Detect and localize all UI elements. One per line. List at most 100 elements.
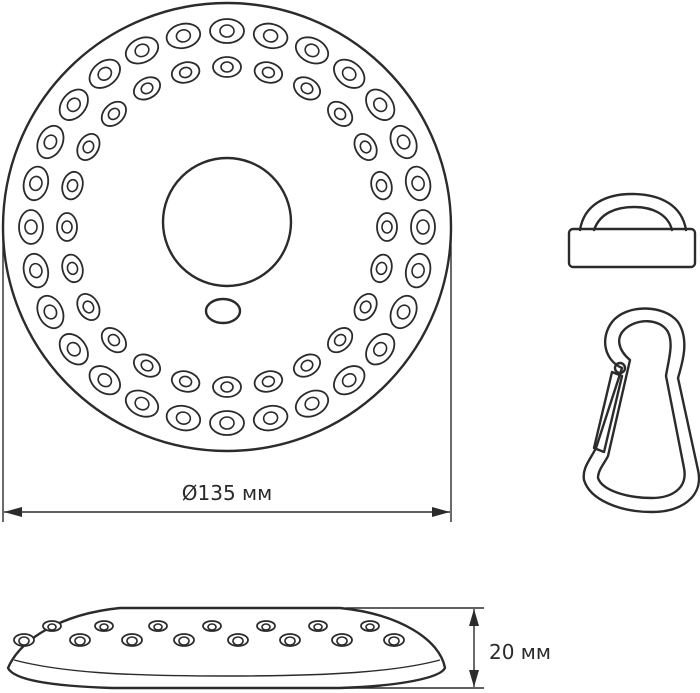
center-hole: [161, 156, 293, 288]
inner-ring-led-lens: [178, 66, 193, 79]
carabiner-gate: [592, 370, 624, 454]
inner-ring-led-lens: [82, 300, 95, 314]
inner-ring-led-lens: [333, 333, 347, 347]
outer-ring-led-lens: [372, 341, 388, 357]
arrow-left: [4, 507, 22, 517]
outer-ring-led: [124, 389, 160, 418]
arrow-down: [469, 670, 479, 687]
inner-ring-led: [170, 61, 201, 84]
outer-ring-led-lens: [396, 134, 411, 150]
inner-ring-led: [327, 100, 354, 127]
inner-ring-led: [212, 56, 242, 78]
inner-ring-led: [212, 376, 242, 398]
inner-ring-led-lens: [220, 61, 234, 73]
inner-ring-led-lens: [375, 261, 388, 276]
inner-led-ring: [56, 56, 398, 398]
inner-ring-led: [100, 327, 127, 354]
inner-ring-led: [353, 132, 378, 162]
side-led-lens: [153, 623, 163, 631]
outer-ring-led-lens: [411, 262, 425, 279]
outer-ring-led: [410, 209, 436, 245]
inner-ring-led-lens: [220, 381, 234, 393]
side-led: [148, 620, 168, 632]
side-led-lens: [336, 636, 348, 646]
side-led-lens: [178, 636, 190, 646]
side-led: [42, 620, 62, 632]
outer-ring-led-lens: [134, 43, 150, 58]
outer-ring-led-lens: [66, 341, 82, 357]
inner-ring-led: [132, 353, 162, 378]
inner-ring-led-lens: [359, 300, 372, 314]
arrow-right: [432, 507, 450, 517]
outer-ring-led-lens: [304, 43, 320, 58]
outer-ring-led-lens: [341, 66, 357, 82]
side-led-lens: [74, 636, 86, 646]
side-led: [360, 620, 380, 632]
outer-ring-led: [252, 404, 289, 432]
side-led: [173, 633, 195, 647]
side-led-lens: [261, 623, 271, 631]
outer-ring-led: [165, 404, 202, 432]
outer-ring-led-lens: [219, 416, 235, 430]
inner-ring-led-lens: [375, 178, 388, 193]
side-led: [383, 633, 405, 647]
outer-ring-led-lens: [29, 262, 43, 279]
carabiner-outer: [582, 307, 700, 514]
inner-ring-led: [76, 132, 101, 162]
outer-ring-led: [389, 124, 418, 160]
outer-ring-led: [333, 58, 366, 89]
outer-ring-led-lens: [43, 304, 58, 320]
inner-ring-led-lens: [107, 333, 121, 347]
outer-ring-led-lens: [24, 219, 38, 235]
side-led: [69, 633, 91, 647]
clip-arc: [578, 192, 688, 232]
inner-ring-led-lens: [66, 178, 79, 193]
inner-ring-led: [292, 76, 322, 101]
inner-ring-led: [61, 170, 84, 201]
outer-ring-led-lens: [97, 66, 113, 82]
inner-ring-led-lens: [300, 82, 314, 95]
inner-ring-led: [132, 76, 162, 101]
inner-ring-led-lens: [61, 220, 73, 234]
side-led-lens: [99, 623, 109, 631]
outer-ring-led: [58, 333, 89, 366]
side-led-lens: [18, 636, 30, 646]
side-led-lens: [388, 636, 400, 646]
outer-ring-led: [18, 209, 44, 245]
outer-ring-led: [58, 88, 89, 121]
inner-ring-led-lens: [140, 82, 154, 95]
side-profile: [6, 606, 447, 690]
outer-ring-led: [88, 365, 121, 396]
side-led: [331, 633, 353, 647]
carabiner-rivet: [613, 361, 627, 375]
hanger-clip: [567, 192, 697, 269]
outer-ring-led-lens: [66, 97, 82, 113]
side-led: [308, 620, 328, 632]
outer-ring-led: [365, 88, 396, 121]
inner-ring-led: [76, 292, 101, 322]
side-midline: [13, 659, 441, 677]
side-view: [6, 606, 447, 690]
clip-arc-inner: [592, 205, 674, 232]
arrow-up: [469, 609, 479, 626]
side-led-row: [13, 620, 405, 647]
outer-ring-led: [36, 124, 65, 160]
height-label: 20 мм: [489, 640, 551, 664]
outer-led-ring: [18, 18, 436, 436]
outer-ring-led-lens: [219, 24, 235, 38]
side-led-lens: [232, 636, 244, 646]
side-led-lens: [284, 636, 296, 646]
side-led-lens: [313, 623, 323, 631]
outer-ring-led: [36, 294, 65, 330]
outer-ring-led-lens: [262, 411, 279, 425]
outer-ring-led-lens: [97, 372, 113, 388]
inner-ring-led: [353, 292, 378, 322]
outer-ring-led: [22, 252, 50, 289]
side-led-lens: [47, 623, 57, 631]
inner-ring-led: [253, 370, 284, 393]
outer-ring-led-lens: [175, 29, 192, 43]
inner-ring-led-lens: [381, 220, 393, 234]
inner-ring-led-lens: [261, 66, 276, 79]
clip-base: [567, 227, 697, 269]
